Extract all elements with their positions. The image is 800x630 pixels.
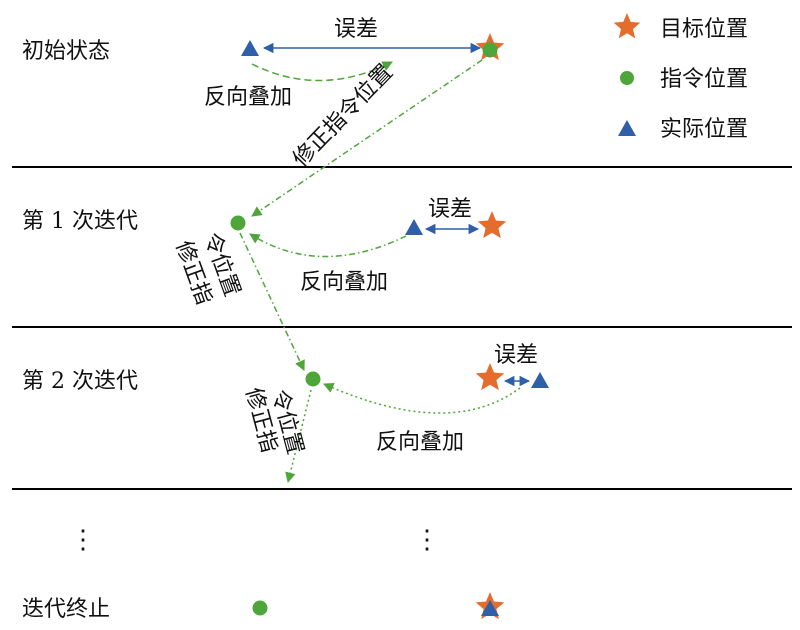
stage-initial: 误差 反向叠加 修正指令位置 xyxy=(204,17,505,217)
triangle-icon xyxy=(531,372,549,388)
circle-icon xyxy=(482,42,498,58)
stage-iter1: 误差 反向叠加 修正指 令位置 xyxy=(170,197,507,371)
reverse-add-label: 反向叠加 xyxy=(376,430,464,455)
stage-label-initial: 初始状态 xyxy=(22,39,110,64)
correction-label: 修正指令位置 xyxy=(288,60,398,172)
triangle-icon xyxy=(481,600,499,616)
circle-icon xyxy=(230,215,246,231)
stage-label-final: 迭代终止 xyxy=(22,597,110,622)
correction-line xyxy=(239,232,305,371)
stage-iter2: 误差 反向叠加 修正指 令位置 xyxy=(240,343,549,484)
reverse-add-arrow xyxy=(251,61,393,82)
correction-line xyxy=(285,389,312,484)
legend-command-label: 指令位置 xyxy=(660,67,748,92)
triangle-icon xyxy=(241,40,259,56)
error-label: 误差 xyxy=(334,17,378,42)
ellipsis-left: ⋮ xyxy=(70,525,96,555)
error-label: 误差 xyxy=(494,343,538,368)
star-icon xyxy=(613,13,641,39)
reverse-add-arrow xyxy=(323,383,521,414)
reverse-add-label: 反向叠加 xyxy=(204,85,292,110)
legend-actual-label: 实际位置 xyxy=(660,117,748,142)
error-label: 误差 xyxy=(428,197,472,222)
reverse-add-label: 反向叠加 xyxy=(300,270,388,295)
stage-label-iter2: 第 2 次迭代 xyxy=(22,369,138,394)
circle-icon xyxy=(252,600,268,616)
ellipsis-right: ⋮ xyxy=(414,525,440,555)
legend: 目标位置 指令位置 实际位置 xyxy=(613,13,748,142)
legend-target-label: 目标位置 xyxy=(660,17,748,42)
circle-icon xyxy=(620,71,634,85)
star-icon xyxy=(475,363,505,391)
reverse-add-arrow xyxy=(249,233,407,258)
triangle-icon xyxy=(405,219,423,235)
correction-line xyxy=(251,59,483,217)
circle-icon xyxy=(305,371,321,387)
stage-label-iter1: 第 1 次迭代 xyxy=(22,209,138,234)
star-icon xyxy=(477,211,507,239)
stage-final xyxy=(252,592,505,620)
triangle-icon xyxy=(618,120,636,136)
